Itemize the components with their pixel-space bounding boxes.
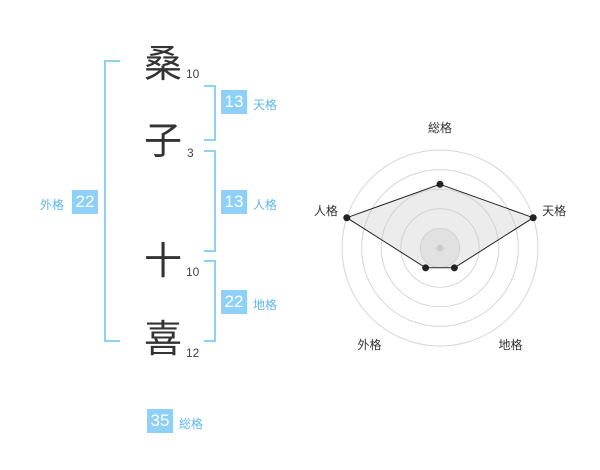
- radar-ring: [341, 149, 539, 347]
- soukaku-value: 35: [147, 409, 173, 433]
- radar-center: [436, 244, 444, 252]
- jinkaku-value: 13: [221, 190, 247, 214]
- radar-point: [450, 264, 458, 272]
- stroke-count-3: 10: [186, 265, 200, 279]
- radar-point: [422, 264, 430, 272]
- chikaku-bracket: [204, 260, 216, 342]
- radar-axis-label: 外格: [357, 337, 381, 352]
- radar-ring: [400, 208, 480, 288]
- tenkaku-bracket: [204, 85, 216, 141]
- stroke-count-2: 3: [187, 146, 194, 160]
- tenkaku-label: 天格: [253, 98, 278, 112]
- name-char-4: 喜: [144, 317, 183, 361]
- gaikaku-value: 22: [72, 190, 98, 214]
- jinkaku-bracket: [204, 150, 216, 252]
- radar-point: [436, 180, 444, 188]
- radar-point: [343, 214, 351, 222]
- radar-axis-label: 総格: [428, 120, 452, 135]
- radar-ring: [380, 188, 500, 308]
- radar-ring: [361, 169, 519, 327]
- radar-axis-label: 地格: [498, 337, 522, 352]
- chikaku-label: 地格: [253, 298, 278, 312]
- outer-bracket: [104, 60, 120, 342]
- soukaku-label: 総格: [179, 417, 204, 431]
- radar-axis-label: 天格: [542, 203, 566, 218]
- radar-rings: [341, 149, 539, 347]
- radar-point: [529, 214, 537, 222]
- radar-points: [343, 180, 537, 272]
- name-char-1: 桑: [144, 42, 183, 86]
- stroke-count-1: 10: [186, 67, 200, 81]
- radar-polygon: [345, 183, 535, 269]
- chikaku-value: 22: [221, 290, 247, 314]
- name-char-2: 子: [144, 119, 183, 163]
- jinkaku-label: 人格: [253, 198, 278, 212]
- tenkaku-value: 13: [221, 90, 247, 114]
- radar-axis-label: 人格: [314, 203, 338, 218]
- stroke-count-4: 12: [186, 346, 200, 360]
- name-char-3: 十: [144, 239, 183, 283]
- gaikaku-label: 外格: [40, 198, 65, 212]
